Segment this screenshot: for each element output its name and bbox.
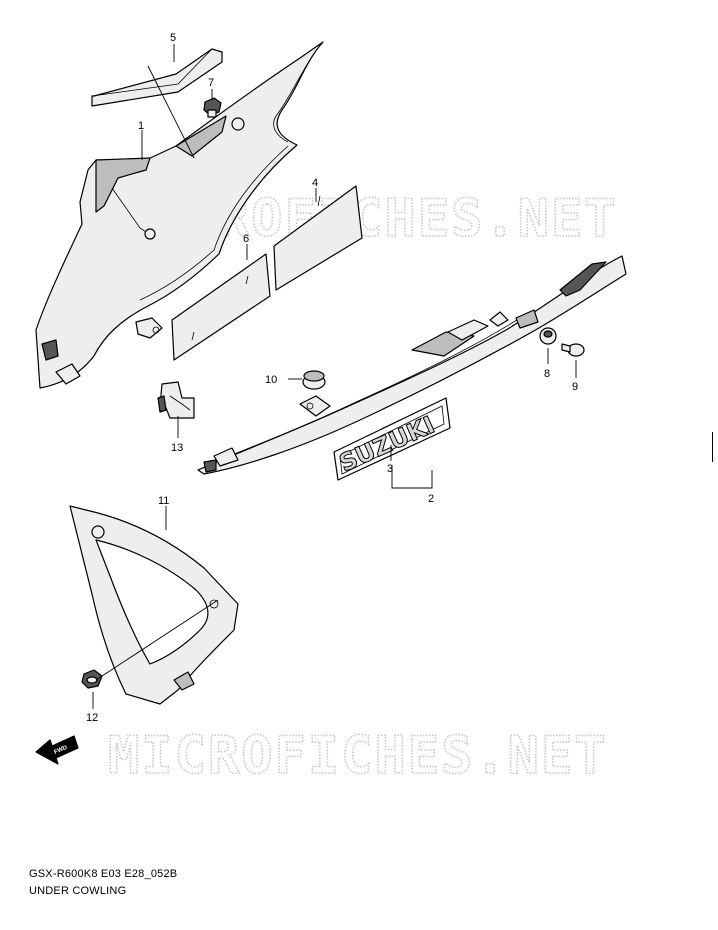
callout-8: 8 bbox=[544, 368, 550, 380]
callout-11: 11 bbox=[158, 495, 169, 507]
diagram-code: GSX-R600K8 E03 E28_052B bbox=[29, 868, 178, 880]
part-11-inner-panel bbox=[69, 505, 239, 705]
callout-13: 13 bbox=[171, 442, 183, 454]
fwd-arrow-icon: FWD bbox=[35, 735, 79, 765]
callout-2: 2 bbox=[428, 493, 434, 505]
callout-labels: 5 7 1 4 6 10 8 9 3 2 13 11 12 bbox=[86, 32, 578, 724]
part-4-sticker bbox=[273, 185, 363, 291]
part-13-clip bbox=[157, 381, 195, 419]
part-7-bolt bbox=[203, 97, 222, 118]
callout-10: 10 bbox=[265, 374, 277, 386]
diagram-title: UNDER COWLING bbox=[29, 885, 127, 897]
part-5-bracket bbox=[91, 48, 223, 107]
part-2-lower-cowling bbox=[197, 255, 627, 475]
callout-5: 5 bbox=[170, 32, 176, 44]
callout-3: 3 bbox=[387, 463, 393, 475]
callout-6: 6 bbox=[243, 233, 249, 245]
part-10-grommet bbox=[302, 370, 326, 390]
part-8-cushion bbox=[539, 327, 557, 345]
leader-lines bbox=[92, 44, 577, 709]
callout-7: 7 bbox=[208, 77, 214, 89]
watermark-bottom: MICROFICHES.NET bbox=[108, 726, 608, 786]
fwd-label: FWD bbox=[53, 745, 69, 756]
callout-9: 9 bbox=[572, 381, 578, 393]
callout-1: 1 bbox=[138, 120, 144, 132]
part-6-sticker bbox=[171, 253, 271, 361]
part-9-screw bbox=[561, 343, 585, 357]
page-edge-mark bbox=[712, 432, 713, 462]
part-12-bolt bbox=[81, 669, 103, 689]
part-1-under-cowling-panel bbox=[35, 41, 324, 389]
callout-12: 12 bbox=[86, 712, 98, 724]
callout-4: 4 bbox=[312, 177, 318, 189]
